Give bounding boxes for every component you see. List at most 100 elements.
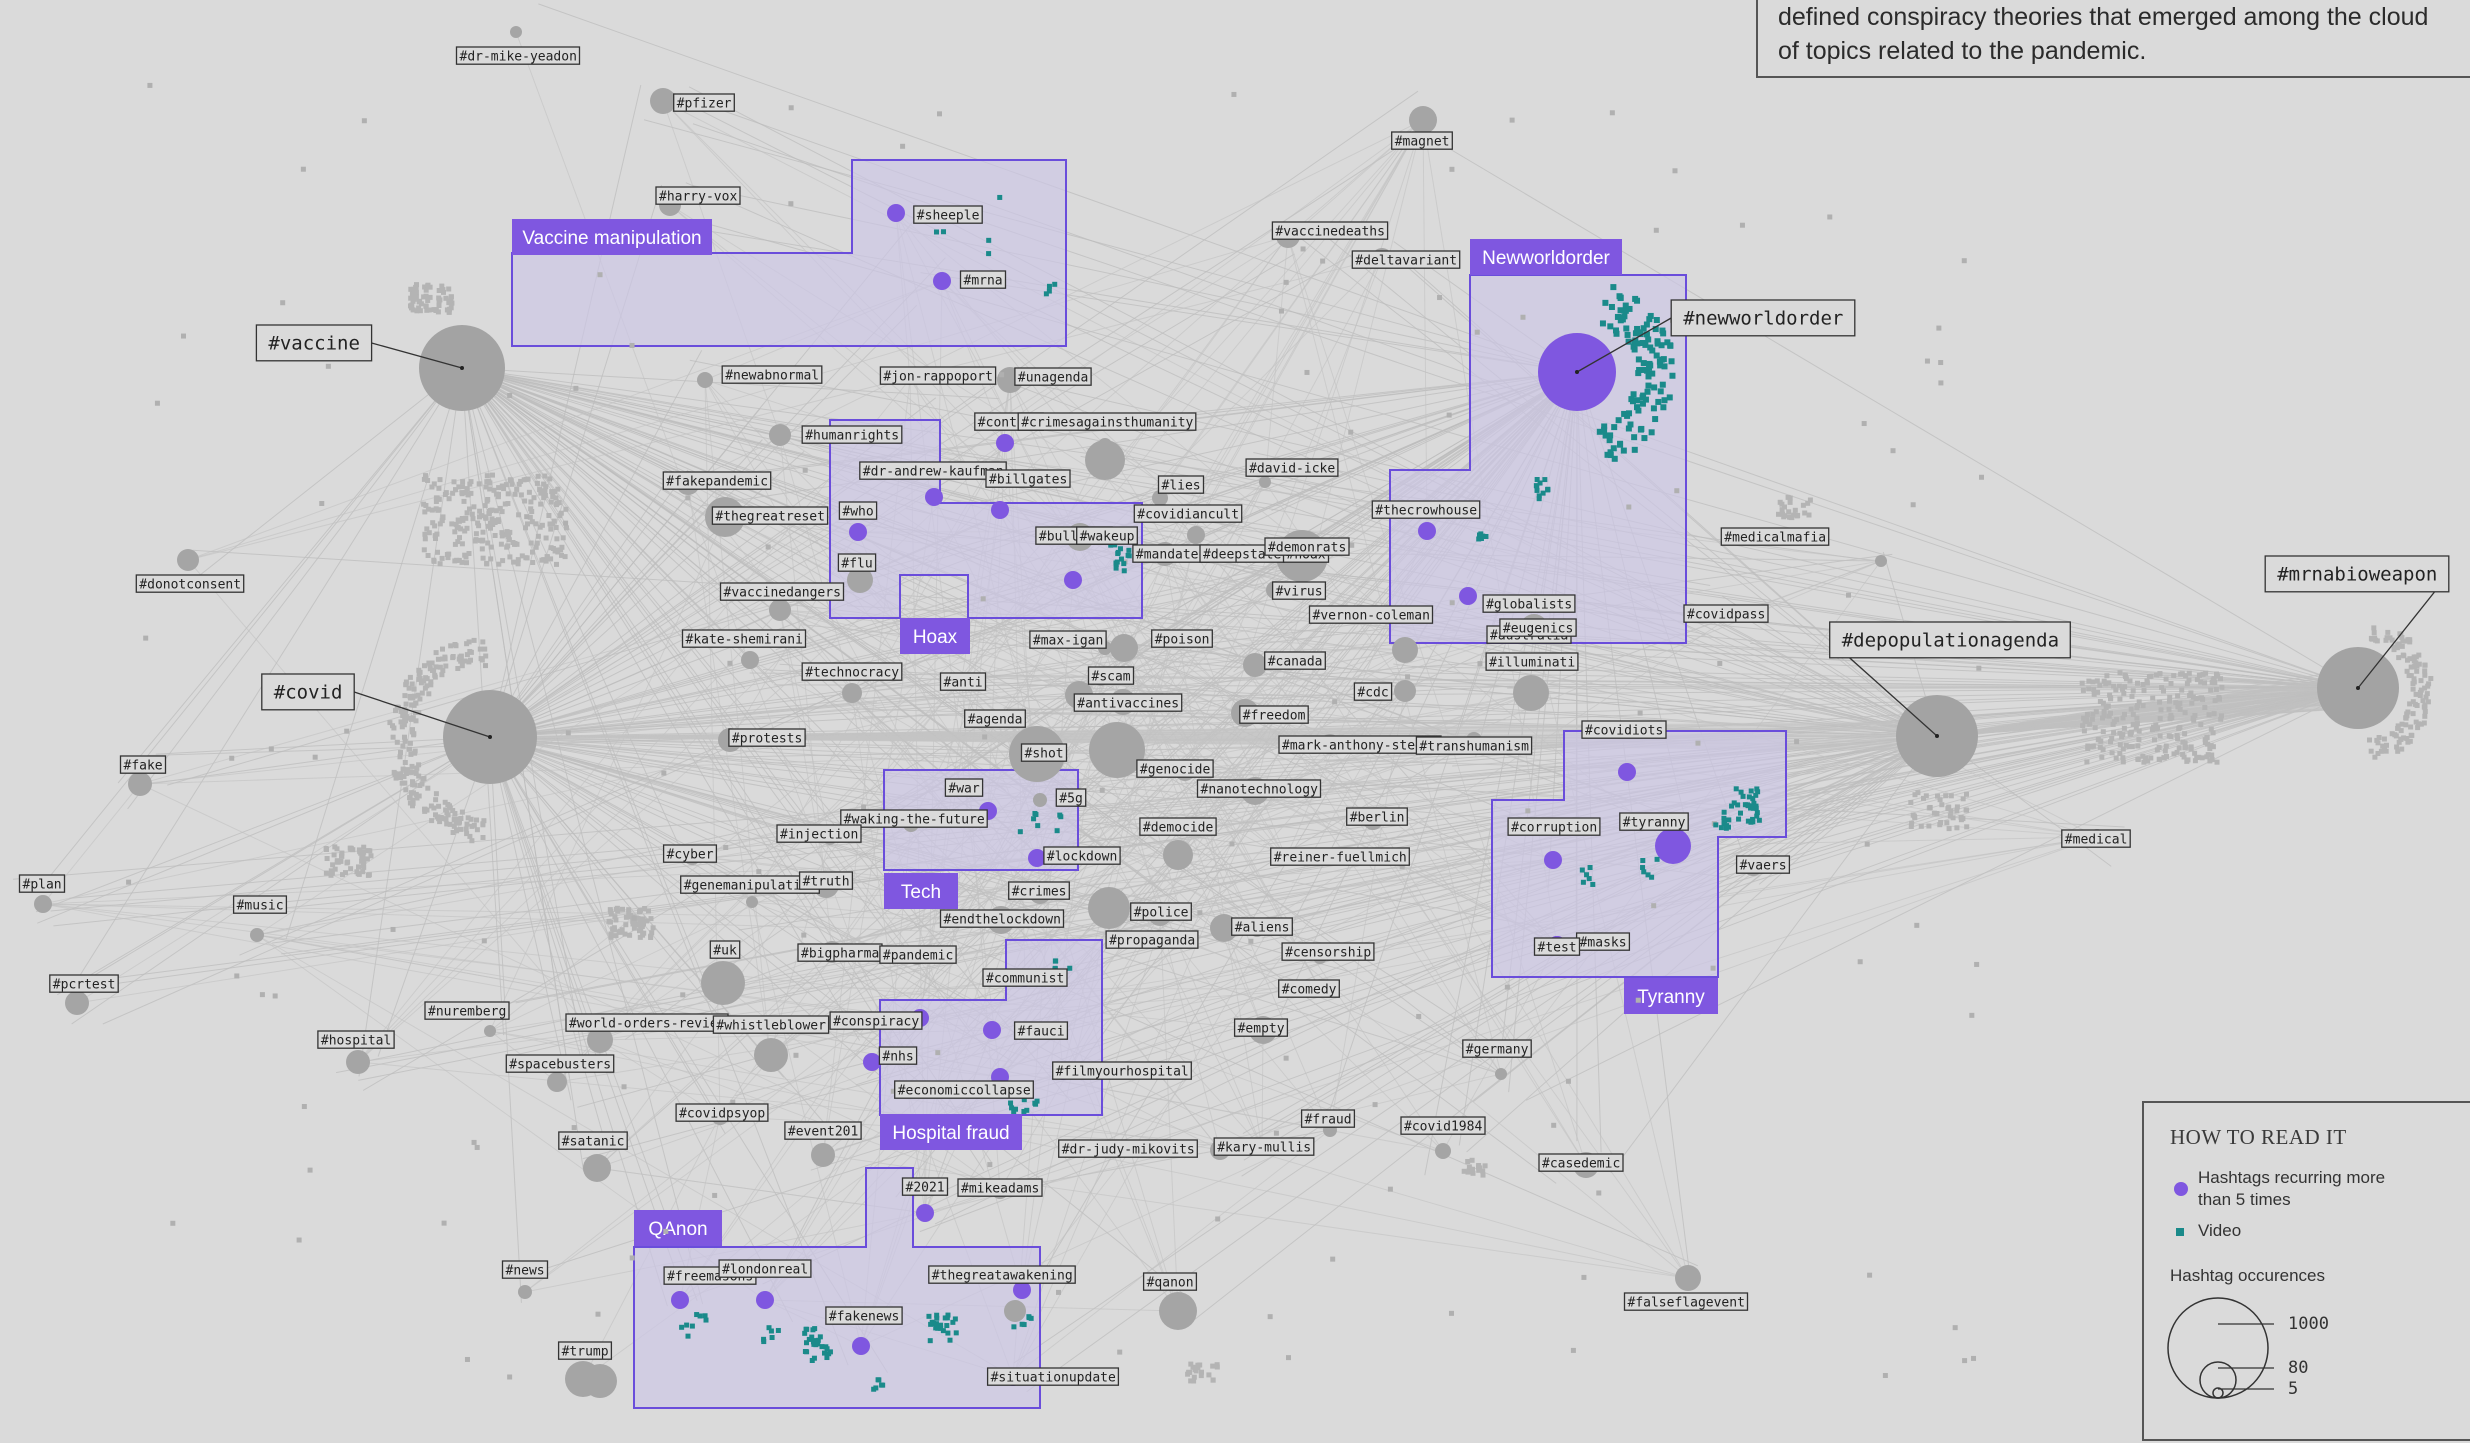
cluster-node [2141,760,2146,765]
hashtag-node [1392,637,1418,663]
cluster-node [1908,800,1913,805]
video-marker [1721,816,1726,821]
cluster-node [554,562,559,567]
minor-node [126,880,131,885]
cluster-node [2422,703,2427,708]
video-marker [1757,818,1762,823]
cluster-node [529,509,534,514]
cluster-node [2419,678,2424,683]
cluster-node [2091,744,2096,749]
minor-node [269,746,274,751]
cluster-node [408,752,413,757]
cluster-node [2081,688,2086,693]
cluster-node [481,530,486,535]
cluster-node [1964,808,1969,813]
cluster-node [651,925,656,930]
cluster-node [416,774,421,779]
video-marker [1635,370,1641,376]
hashtag-label: #tyranny [1623,815,1686,830]
cluster-node [2154,726,2159,731]
hashtag-label: #genocide [1140,762,1211,777]
hashtag-label: #situationupdate [991,1370,1116,1385]
cluster-node [2152,737,2157,742]
video-marker [1011,1324,1016,1329]
cluster-node [1788,500,1793,505]
cluster-node [637,909,642,914]
video-marker [871,1387,876,1392]
hashtag-label: #eugenics [1503,621,1573,636]
minor-node [663,1229,668,1234]
cluster-node [411,287,416,292]
minor-node [1962,258,1967,263]
intro-line-1: defined conspiracy theories that emerged… [1778,0,2470,34]
video-marker [1755,789,1760,794]
video-marker [1649,875,1654,880]
video-marker [1584,872,1589,877]
video-marker [1623,303,1629,309]
hashtag-node [1394,680,1416,702]
cluster-node [2399,728,2404,733]
hashtag-node [769,424,791,446]
cluster-node [404,714,409,719]
minor-node [1674,488,1679,493]
video-marker [823,1344,828,1349]
cluster-node [395,740,400,745]
cluster-node [2085,712,2090,717]
cluster-node [2150,696,2155,701]
cluster-node [2182,745,2187,750]
cluster-node [402,693,407,698]
cluster-node [541,495,546,500]
cluster-node [2422,663,2427,668]
cluster-node [367,872,372,877]
cluster-node [500,533,505,538]
edge [40,368,462,888]
video-marker [1722,810,1727,815]
cluster-node [447,309,452,314]
video-marker [1741,794,1746,799]
cluster-node [467,551,472,556]
video-marker [1631,434,1637,440]
cluster-node [356,864,361,869]
minor-node [1925,359,1930,364]
hashtag-label: #vaccinedeaths [1275,224,1385,239]
cluster-node [359,859,364,864]
cluster-node [455,666,460,671]
minor-node [229,756,234,761]
cluster-node [2121,691,2126,696]
hashtag-node [1513,675,1549,711]
hashtag-label: #humanrights [805,428,899,443]
cluster-node [452,816,457,821]
cluster-node [536,534,541,539]
cluster-node [482,647,487,652]
cluster-node [430,661,435,666]
minor-node [788,201,793,206]
cluster-node [451,830,456,835]
minor-node [1248,939,1253,944]
video-marker [1542,477,1547,482]
cluster-node [408,770,413,775]
cluster-node [505,501,510,506]
video-marker [1621,448,1627,454]
video-marker [1669,373,1675,379]
cluster-node [1470,1158,1475,1163]
cluster-node [452,479,457,484]
cluster-node [432,307,437,312]
hashtag-label: #kate-shemirani [686,632,803,647]
hashtag-node [1435,1143,1451,1159]
minor-node [181,334,186,339]
video-marker [807,1337,812,1342]
video-marker [1641,360,1647,366]
cluster-node [470,512,475,517]
cluster-node [432,673,437,678]
cluster-node [443,296,448,301]
cluster-node [2195,677,2200,682]
minor-node [1571,1348,1576,1353]
cluster-node [404,768,409,773]
hashtag-label: #fakepandemic [666,474,768,489]
video-marker [1021,1109,1026,1114]
cluster-node [479,656,484,661]
cluster-node [403,760,408,765]
cluster-node [465,510,470,515]
cluster-node [433,812,438,817]
